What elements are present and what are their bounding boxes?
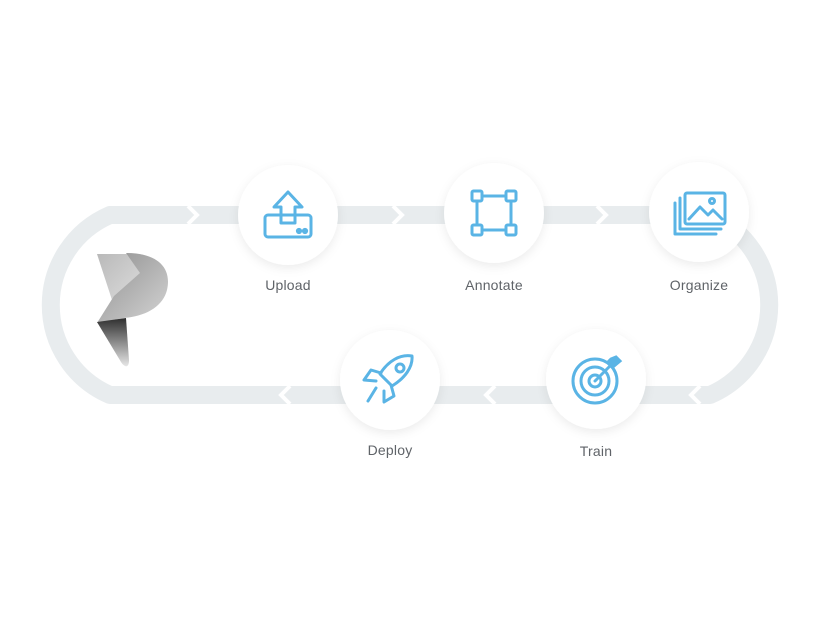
step-annotate [444, 163, 544, 263]
workflow-track [41, 206, 779, 404]
track-chevron-left [11, 295, 33, 309]
upload-icon [263, 190, 313, 239]
step-label-annotate: Annotate [465, 277, 523, 293]
step-train [546, 329, 646, 429]
step-label-train: Train [579, 443, 613, 459]
step-upload [238, 165, 338, 265]
logo-mark [97, 253, 168, 367]
track-chevrons-top [186, 204, 609, 226]
step-label-upload: Upload [265, 277, 311, 293]
track-chevron-right [796, 305, 818, 320]
step-label-deploy: Deploy [367, 442, 413, 458]
step-deploy [340, 330, 440, 430]
logo-leg [97, 318, 129, 367]
step-label-organize: Organize [669, 277, 729, 293]
rocket-icon [362, 354, 414, 404]
step-organize [649, 162, 749, 262]
bounding-box-icon [470, 189, 518, 237]
track-chevrons-bottom [278, 384, 702, 406]
target-icon [571, 355, 623, 405]
logo-top-slab [97, 254, 142, 300]
image-stack-icon [673, 191, 727, 236]
logo-bowl [97, 253, 168, 323]
